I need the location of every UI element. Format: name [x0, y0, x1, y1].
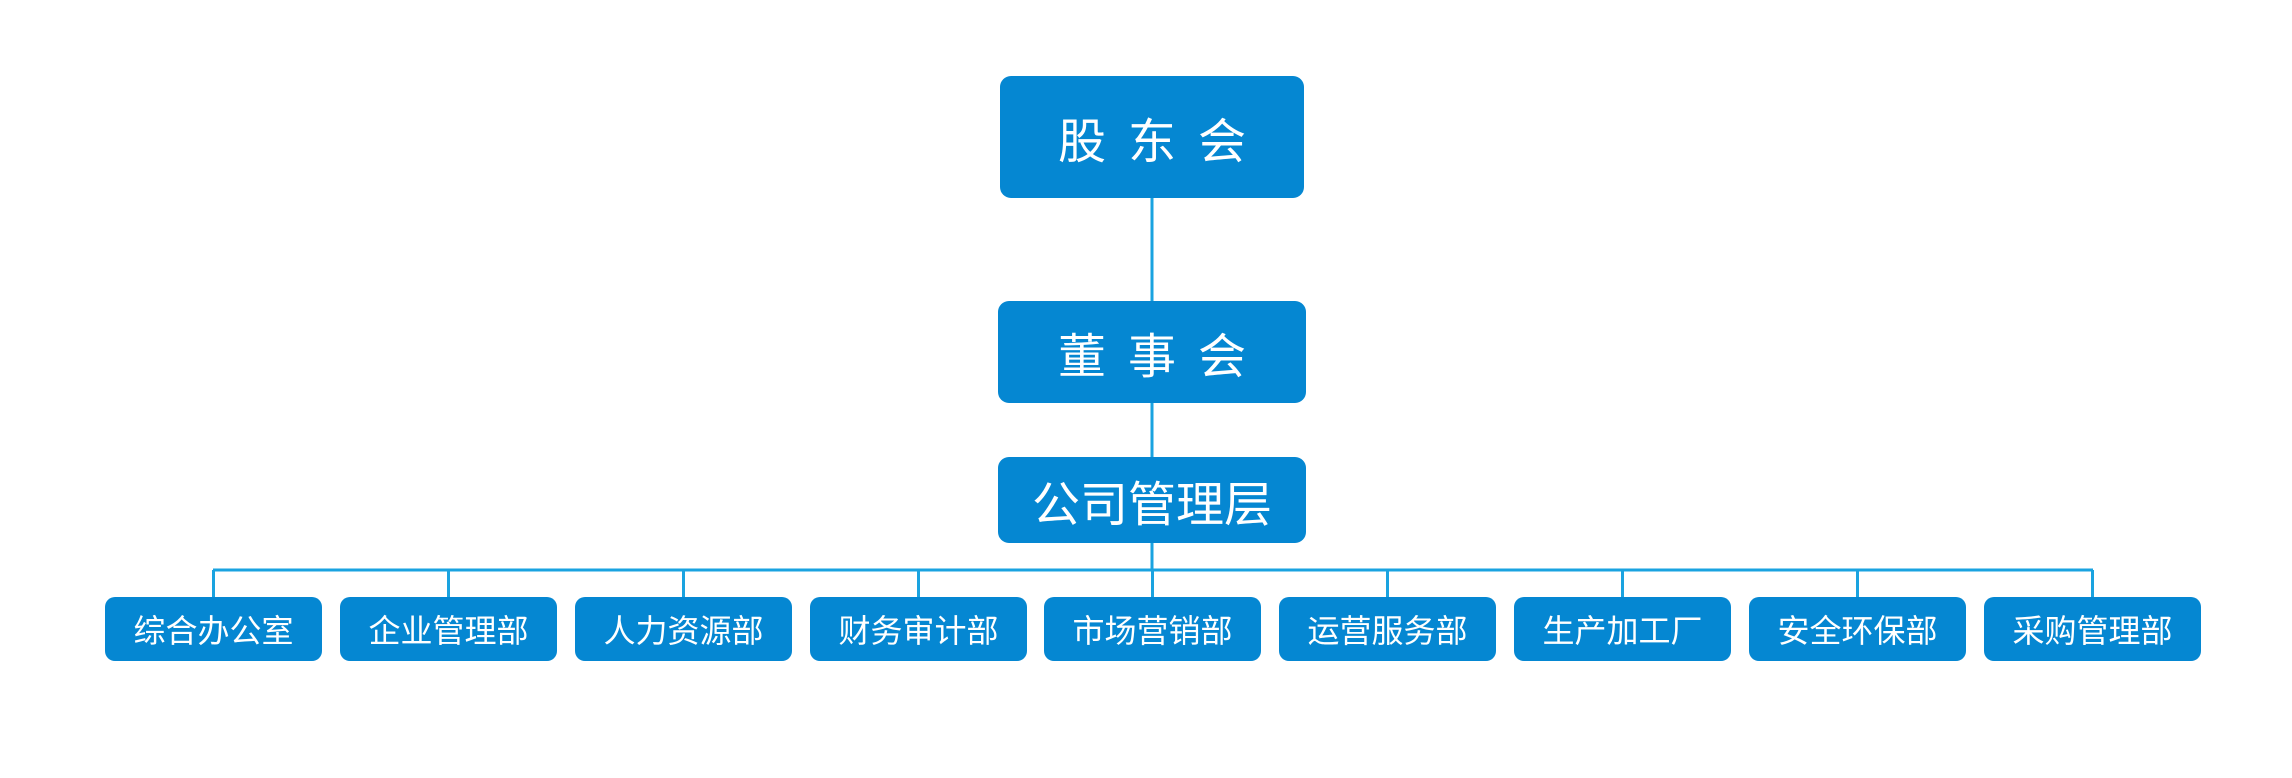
department-drop-lines — [212, 570, 2094, 597]
node-company-management: 公司管理层 — [998, 457, 1306, 543]
node-department: 采购管理部 — [1984, 597, 2201, 661]
node-label: 人力资源部 — [603, 612, 764, 650]
node-department: 财务审计部 — [810, 597, 1027, 661]
node-department: 企业管理部 — [340, 597, 557, 661]
node-label: 安全环保部 — [1777, 612, 1938, 650]
node-department: 生产加工厂 — [1514, 597, 1731, 661]
node-label: 综合办公室 — [133, 612, 294, 650]
node-label: 运营服务部 — [1307, 612, 1468, 650]
node-department: 市场营销部 — [1044, 597, 1261, 661]
node-department: 人力资源部 — [575, 597, 792, 661]
node-label: 采购管理部 — [2012, 612, 2173, 650]
node-label: 董事会 — [1057, 329, 1268, 385]
node-department: 综合办公室 — [105, 597, 322, 661]
node-label: 财务审计部 — [838, 612, 999, 650]
node-board-of-directors: 董事会 — [998, 301, 1306, 403]
node-label: 市场营销部 — [1072, 612, 1233, 650]
node-label: 生产加工厂 — [1542, 612, 1703, 650]
node-label: 公司管理层 — [1031, 477, 1272, 533]
node-label: 股东会 — [1057, 114, 1268, 170]
node-shareholders-meeting: 股东会 — [1000, 76, 1304, 198]
node-department: 安全环保部 — [1749, 597, 1966, 661]
node-label: 企业管理部 — [368, 612, 529, 650]
node-department: 运营服务部 — [1279, 597, 1496, 661]
